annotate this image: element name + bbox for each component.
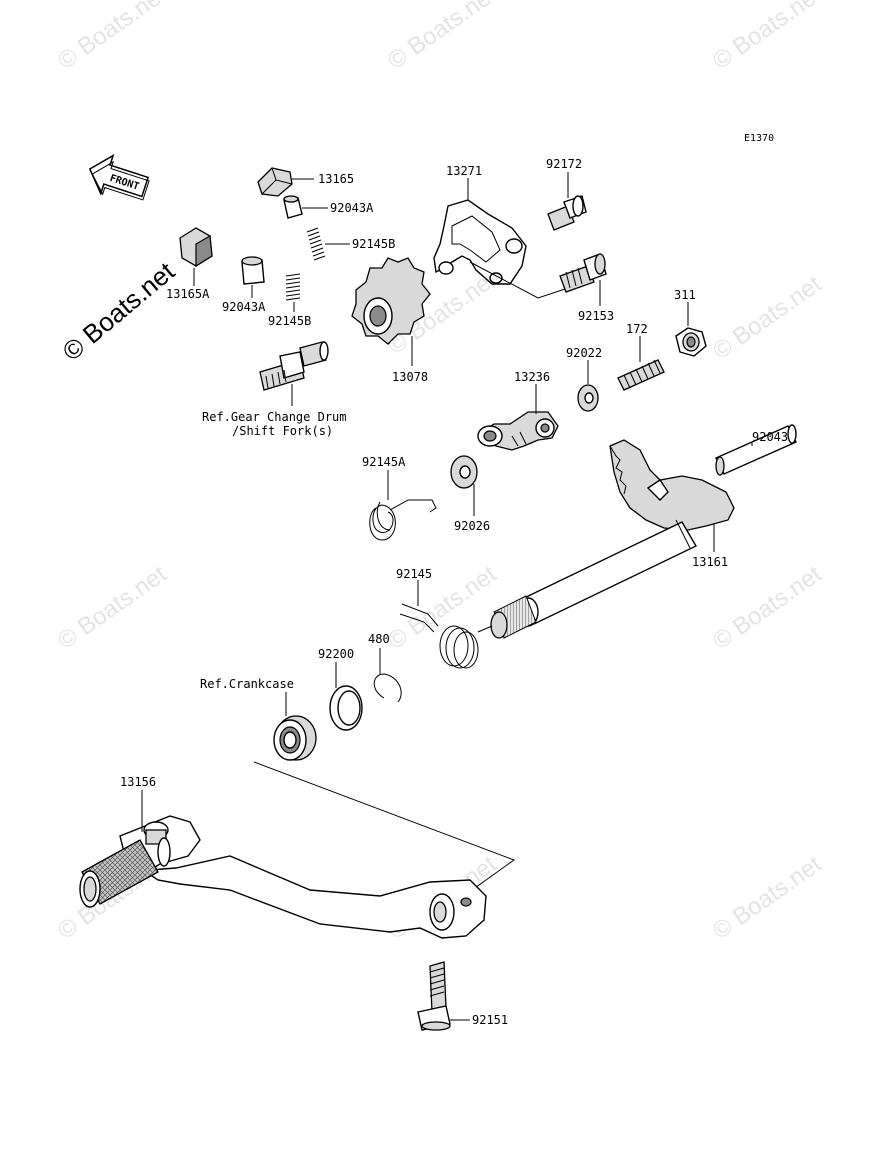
part-480: [373, 648, 402, 703]
part-13165A: [179, 227, 213, 286]
part-92153: [559, 253, 607, 306]
part-13236: [477, 384, 559, 451]
ref-gear-change-line1: Ref.Gear Change Drum: [202, 410, 347, 424]
watermark: © Boats.net: [708, 850, 827, 944]
part-92043A-top: [283, 195, 328, 219]
part-label-172: 172: [626, 322, 648, 336]
part-label-13165: 13165: [318, 172, 354, 186]
watermark: © Boats.net: [383, 0, 502, 75]
part-label-92172: 92172: [546, 157, 582, 171]
diagram-code: E1370: [744, 133, 774, 144]
part-label-480: 480: [368, 632, 390, 646]
watermark: © Boats.net: [708, 0, 827, 75]
part-311: [675, 302, 707, 357]
part-label-92022: 92022: [566, 346, 602, 360]
part-label-92145A: 92145A: [362, 455, 406, 469]
part-label-13236: 13236: [514, 370, 550, 384]
watermark: © Boats.net: [53, 560, 172, 654]
part-label-92043A-bottom: 92043A: [222, 300, 266, 314]
part-oil-seal: [273, 692, 317, 761]
part-13165: [257, 167, 314, 197]
front-arrow-icon: FRONT: [88, 153, 150, 201]
part-label-92043A-top: 92043A: [330, 201, 374, 215]
part-label-13161: 13161: [692, 555, 728, 569]
part-13271: [433, 178, 527, 285]
part-92145B-bottom: [285, 273, 301, 312]
part-92043A-bottom: [241, 256, 265, 298]
ref-crankcase: Ref.Crankcase: [200, 677, 294, 691]
part-92145B-top: [306, 227, 350, 261]
part-label-13156: 13156: [120, 775, 156, 789]
part-13161: [477, 439, 735, 639]
part-label-92153: 92153: [578, 309, 614, 323]
part-13078: [351, 257, 431, 366]
part-172: [617, 336, 665, 391]
part-label-92026: 92026: [454, 519, 490, 533]
part-92043: [715, 424, 797, 476]
watermark: © Boats.net: [708, 560, 827, 654]
part-92200: [329, 662, 363, 731]
part-label-92145B-top: 92145B: [352, 237, 395, 251]
watermarks: © Boats.net © Boats.net © Boats.net © Bo…: [53, 0, 827, 945]
part-label-13165A: 13165A: [166, 287, 210, 301]
part-92026: [450, 455, 478, 516]
part-92145A: [369, 470, 437, 541]
part-label-311: 311: [674, 288, 696, 302]
watermark: © Boats.net: [53, 0, 172, 75]
part-92022: [577, 360, 599, 412]
watermark: © Boats.net: [708, 270, 827, 364]
part-label-92200: 92200: [318, 647, 354, 661]
part-13156: [79, 790, 487, 939]
part-label-13078: 13078: [392, 370, 428, 384]
ref-gear-change-line2: /Shift Fork(s): [232, 424, 333, 438]
part-92151: [417, 961, 470, 1031]
part-drum-stud: [259, 341, 329, 406]
part-label-13271: 13271: [446, 164, 482, 178]
part-label-92145: 92145: [396, 567, 432, 581]
part-label-92043: 92043: [752, 430, 788, 444]
watermark-dark: © Boats.net: [57, 256, 181, 367]
part-92145: [399, 580, 479, 669]
part-label-92145B-bottom: 92145B: [268, 314, 311, 328]
part-label-92151: 92151: [472, 1013, 508, 1027]
part-92172: [547, 172, 587, 231]
